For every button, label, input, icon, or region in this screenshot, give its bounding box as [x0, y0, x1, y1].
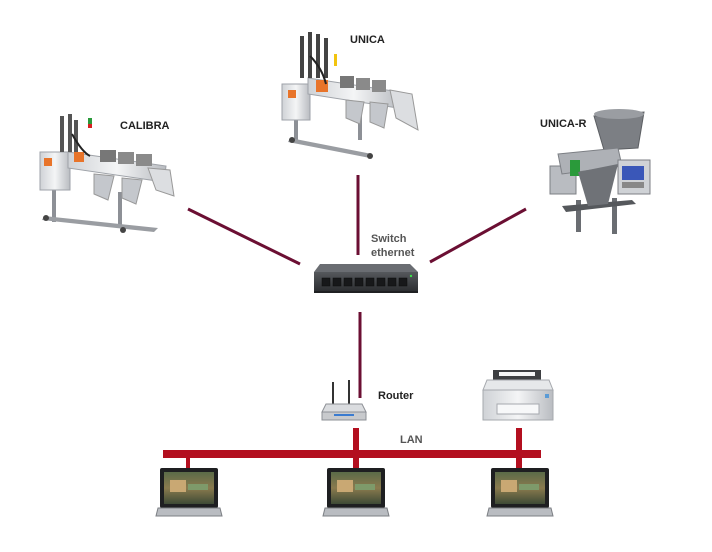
lan-label: LAN — [400, 434, 423, 446]
printer-icon — [482, 370, 554, 421]
unica-machine-icon — [281, 32, 419, 159]
calibra-label: CALIBRA — [120, 120, 170, 132]
switch-label: Switch ethernet — [371, 232, 414, 260]
link-calibra — [187, 207, 301, 266]
ethernet-switch-icon — [314, 264, 418, 293]
switch-label-line1: Switch — [371, 233, 407, 245]
lan-drop-laptop-middle — [353, 428, 359, 470]
lan-drop-laptop-left — [186, 458, 190, 470]
lan-drop-laptop-right — [516, 428, 522, 470]
link-unica-r — [429, 207, 527, 264]
laptop-icon — [155, 468, 223, 517]
lan-bus — [163, 428, 541, 470]
router-label: Router — [378, 390, 414, 402]
unica-r-machine-icon — [549, 109, 651, 234]
router-icon — [321, 380, 367, 421]
switch-links — [187, 175, 527, 398]
switch-label-line2: ethernet — [371, 247, 415, 259]
unica-r-label: UNICA-R — [540, 118, 587, 130]
unica-label: UNICA — [350, 34, 385, 46]
laptop-icon — [322, 468, 390, 517]
laptop-icon — [486, 468, 554, 517]
calibra-machine-icon — [39, 114, 175, 233]
